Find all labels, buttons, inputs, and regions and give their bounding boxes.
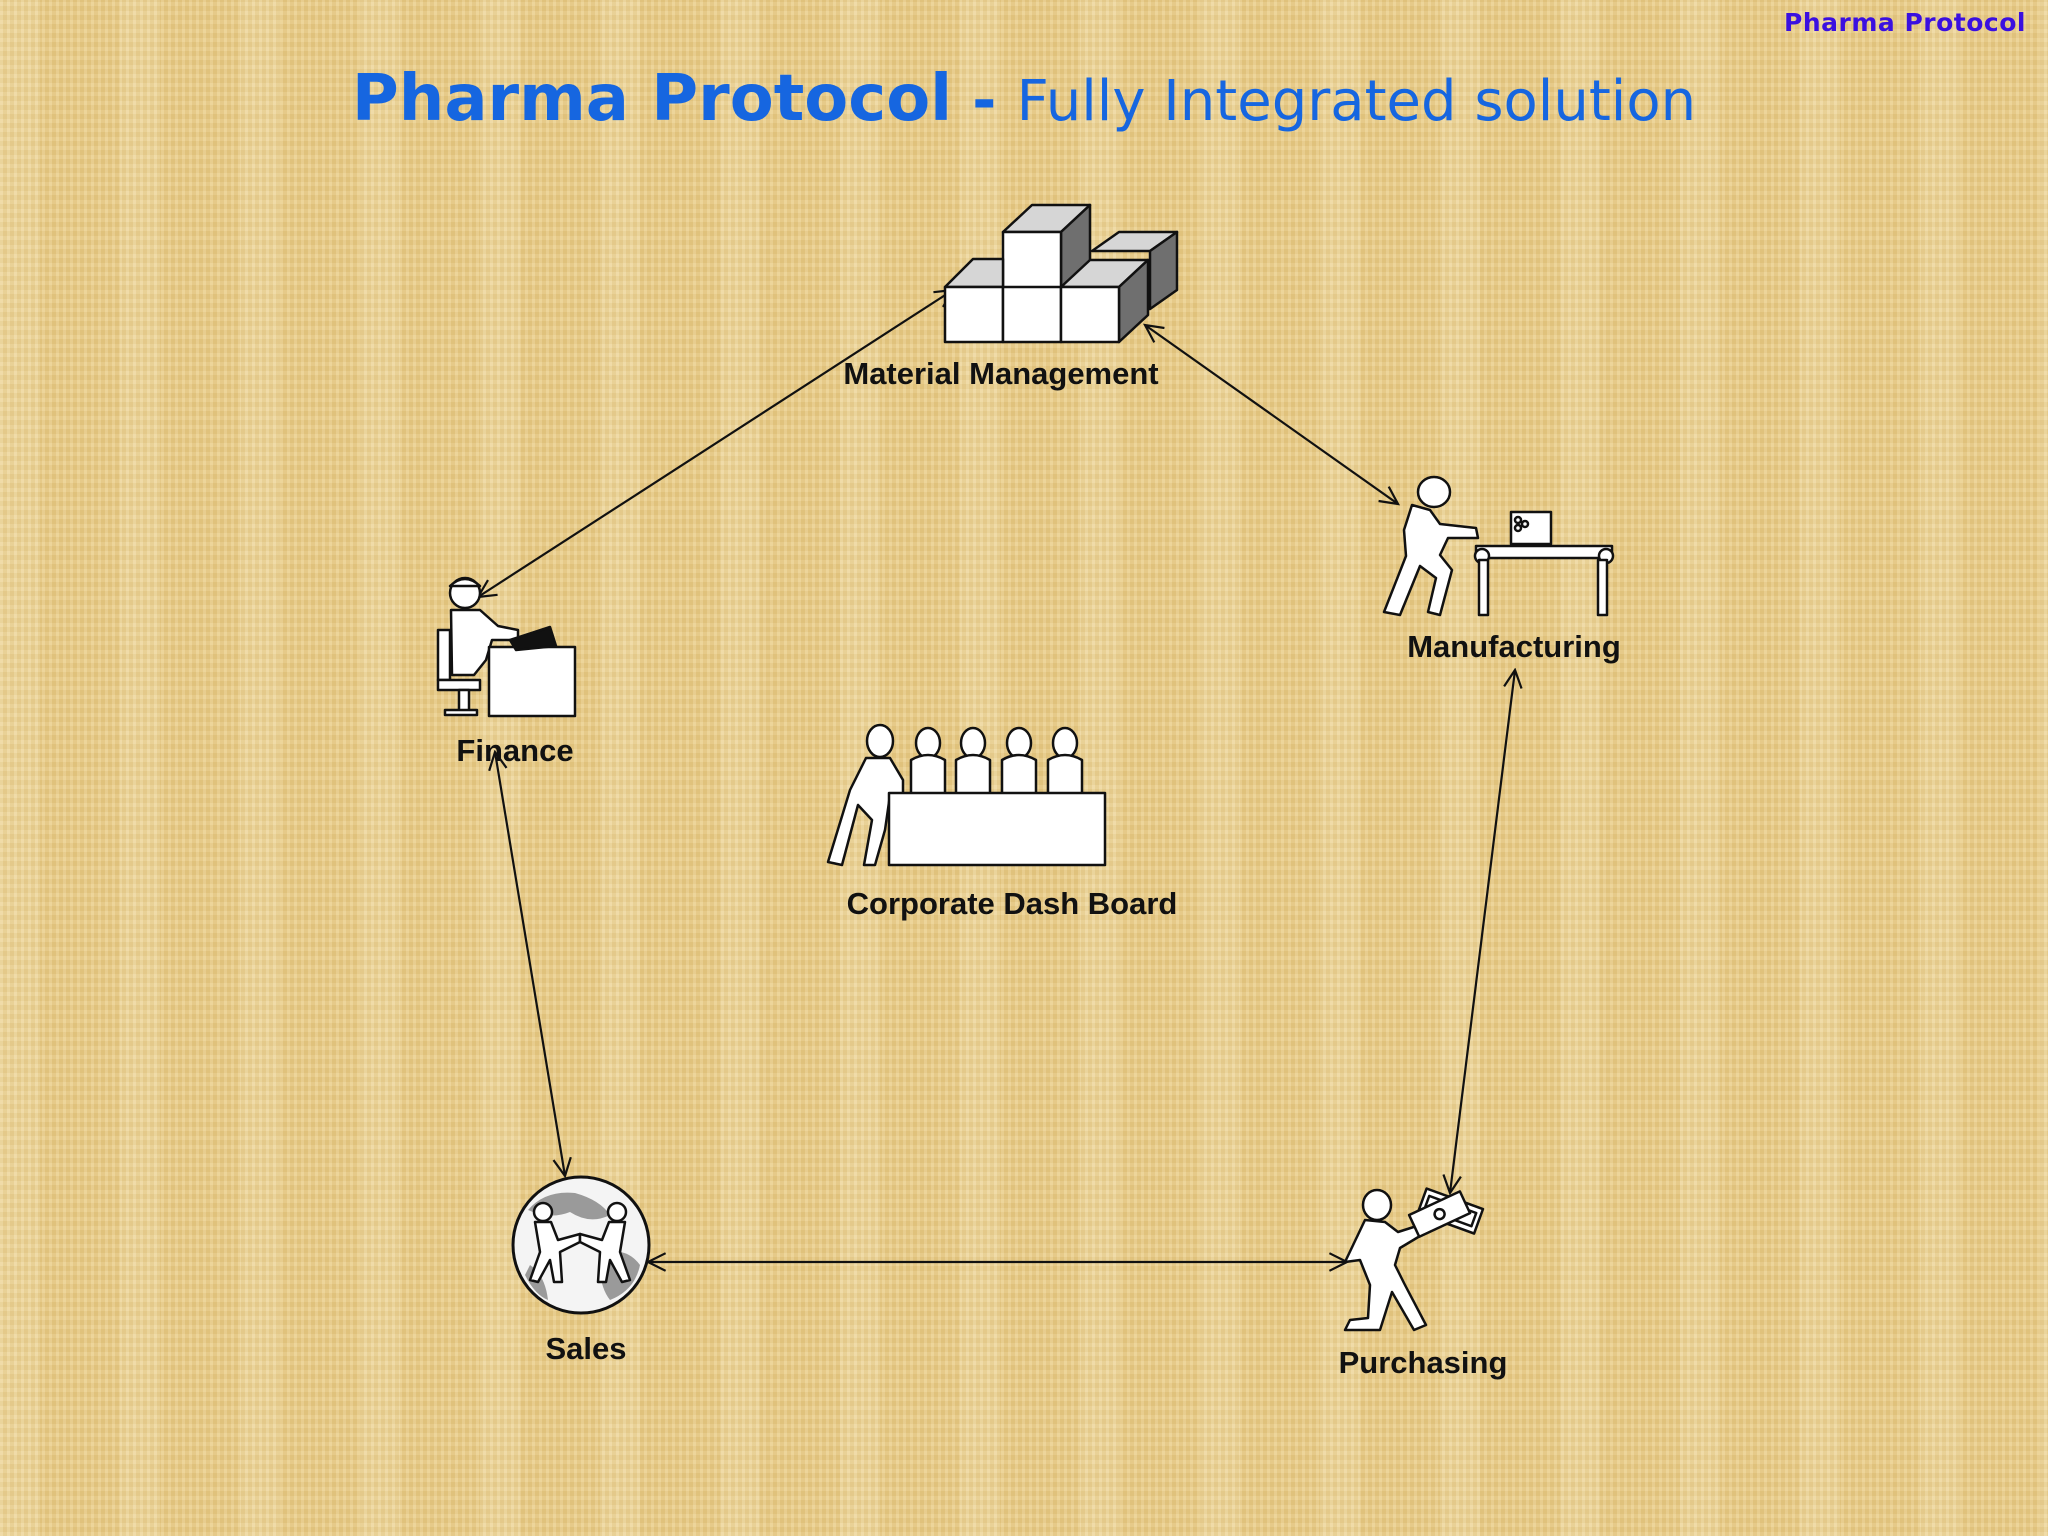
globe-handshake-icon xyxy=(511,1175,651,1315)
page-title: Pharma Protocol - Fully Integrated solut… xyxy=(0,62,2048,136)
node-label-manufacturing: Manufacturing xyxy=(1407,629,1621,664)
node-label-purchasing: Purchasing xyxy=(1338,1345,1508,1380)
node-label-sales: Sales xyxy=(545,1331,627,1366)
title-separator: - xyxy=(952,66,1017,134)
title-main: Pharma Protocol xyxy=(351,62,953,136)
title-subtitle: Fully Integrated solution xyxy=(1016,69,1697,134)
connector-finance-sales xyxy=(495,752,565,1176)
desk-worker-icon xyxy=(436,576,577,718)
boardroom-meeting-icon xyxy=(826,723,1107,867)
node-label-corporate-dash-board: Corporate Dash Board xyxy=(846,886,1178,921)
connector-material-manufacturing xyxy=(1145,325,1398,504)
conveyor-worker-icon xyxy=(1382,475,1615,617)
money-carrier-icon xyxy=(1343,1187,1485,1332)
node-label-finance: Finance xyxy=(456,733,574,768)
connector-manufacturing-purchasing xyxy=(1450,670,1515,1193)
connector-material-finance xyxy=(478,290,953,597)
node-label-material-management: Material Management xyxy=(843,356,1159,391)
brand-logo-text: Pharma Protocol xyxy=(1784,8,2026,37)
stacked-boxes-icon xyxy=(943,203,1179,344)
